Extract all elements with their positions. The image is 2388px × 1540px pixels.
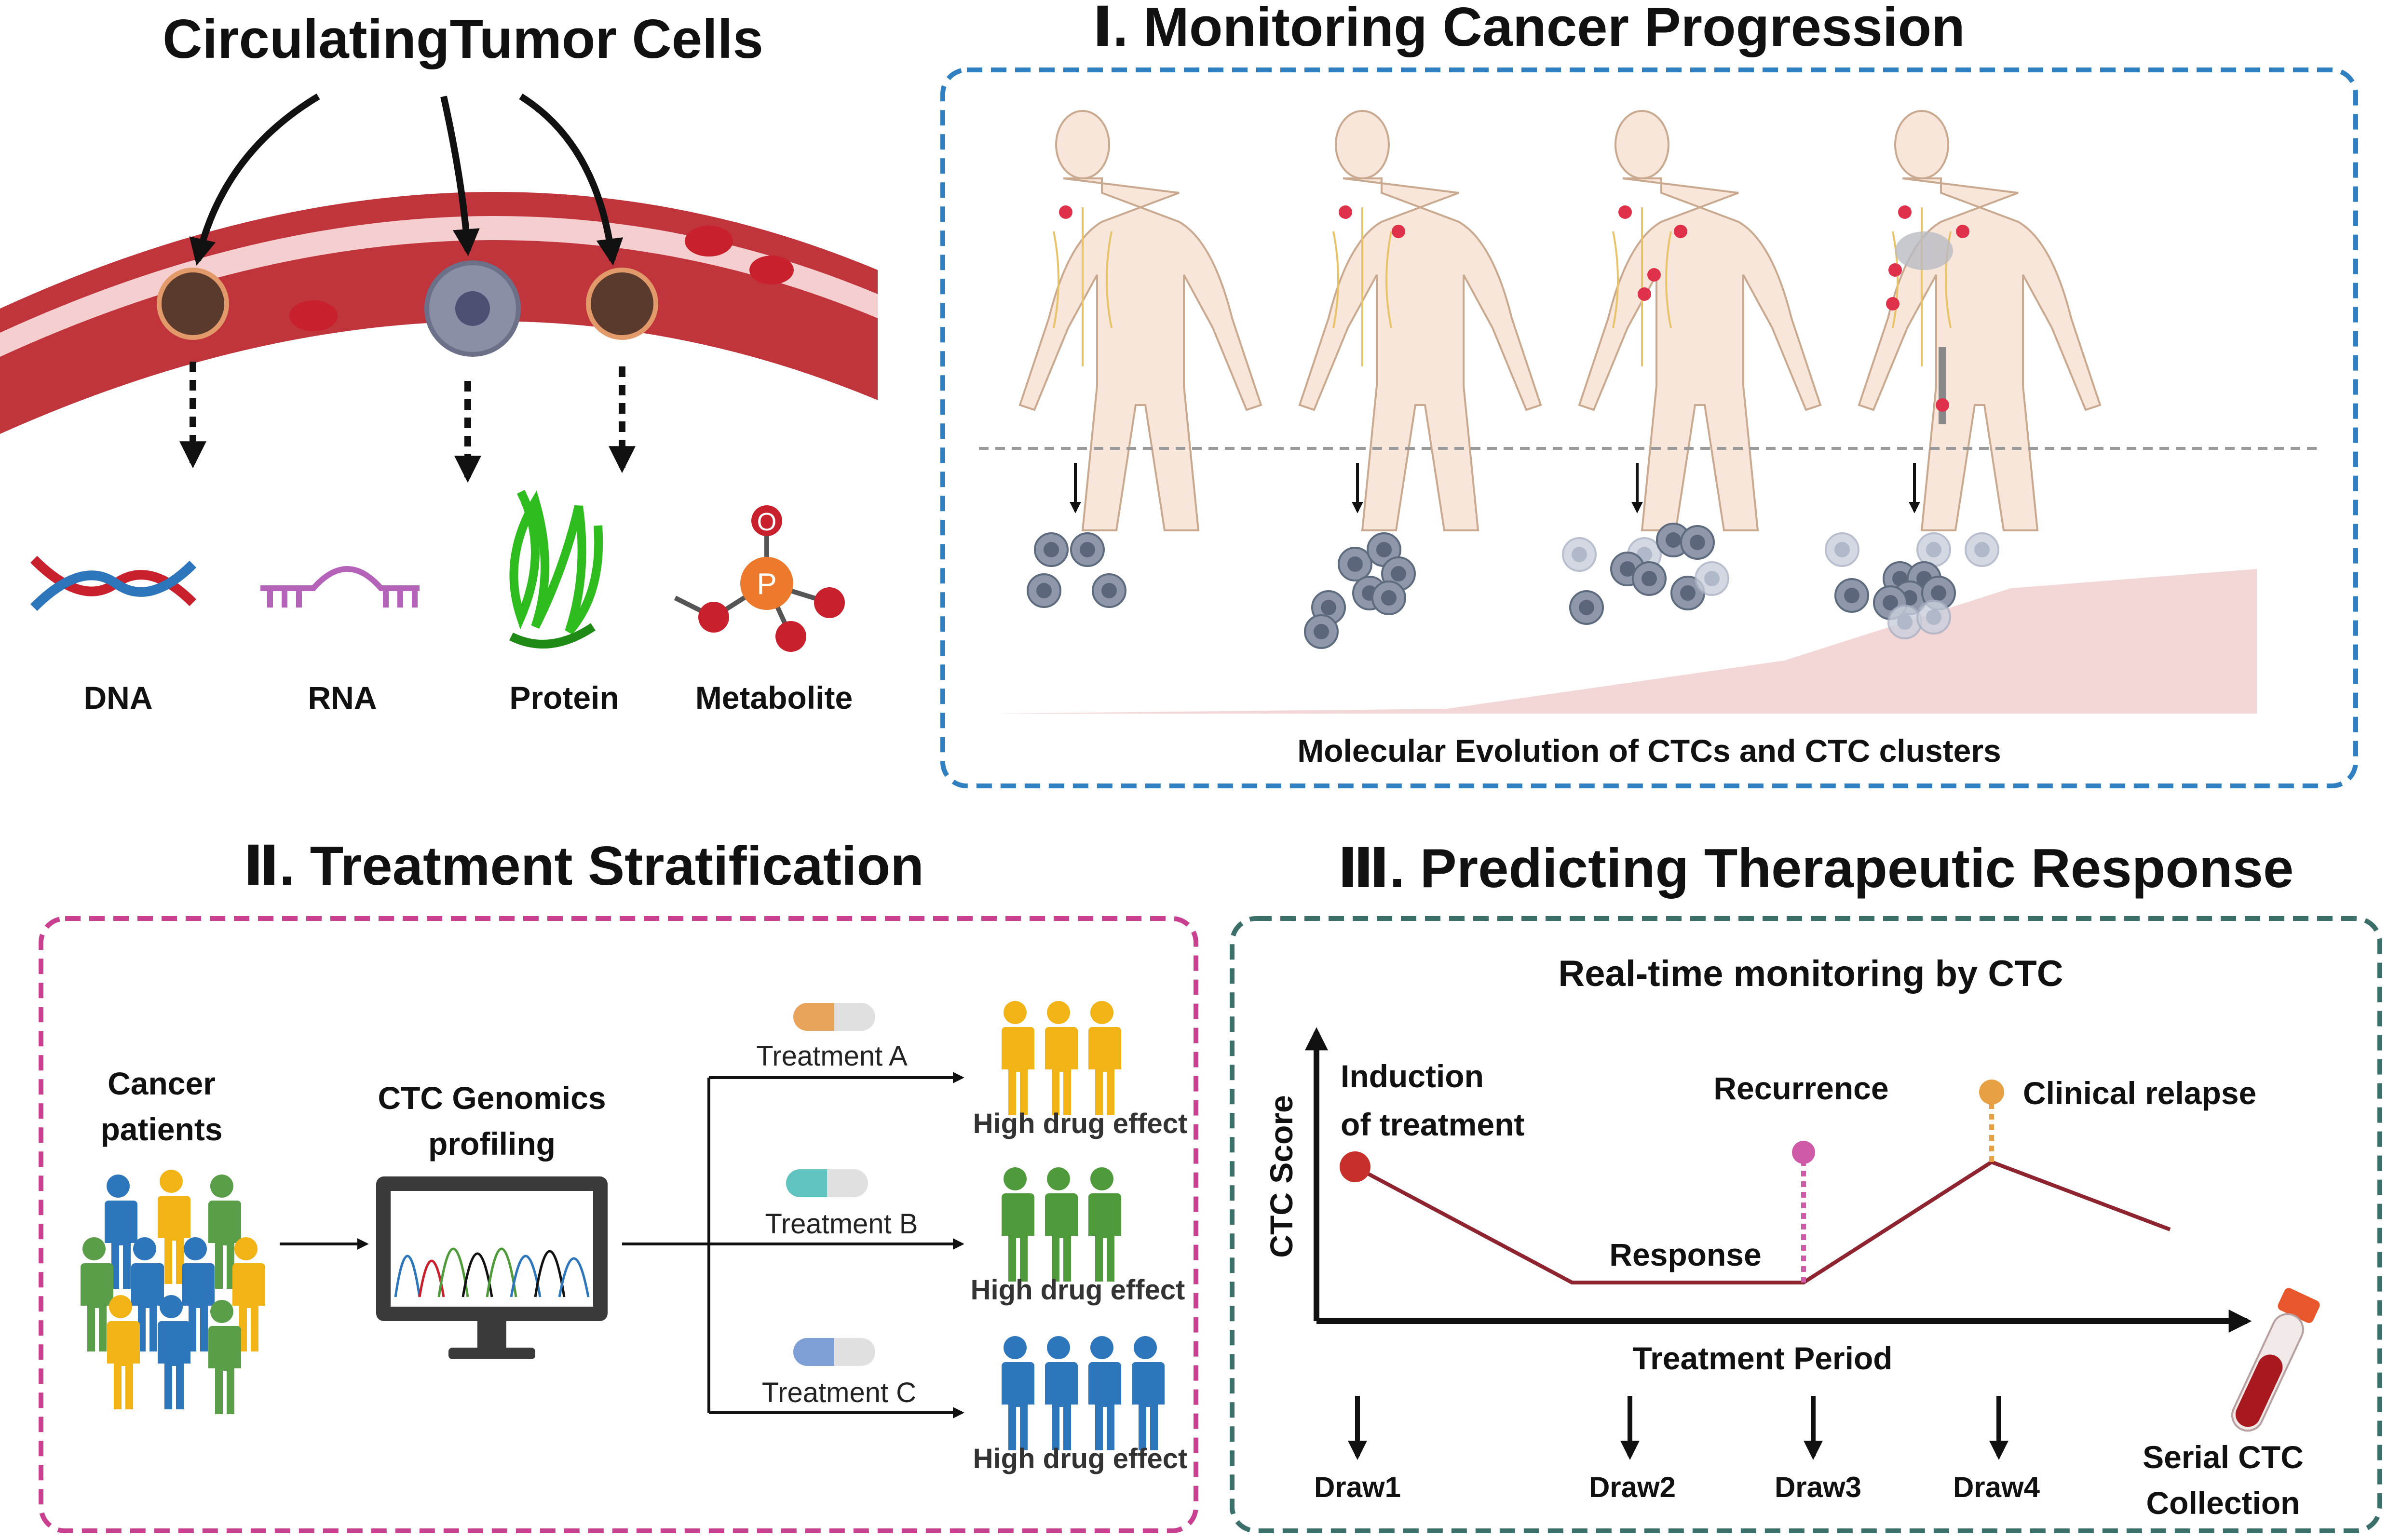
profiling-label-2: profiling [428,1126,556,1162]
effect-b-label: High drug effect [971,1274,1185,1306]
ctc-title: CirculatingTumor Cells [163,9,763,70]
panel2-title: Ⅱ. Treatment Stratification [243,836,924,897]
collection-label-1: Serial CTC [2143,1439,2304,1475]
group-b-people [1000,1167,1121,1282]
draw-3-label: Draw3 [1775,1471,1861,1503]
ctc-score-line [1354,1160,2171,1284]
blood-tube-icon [2231,1288,2320,1432]
panel2-frame [39,916,1198,1533]
profiling-label-1: CTC Genomics [378,1080,606,1116]
body-stage-2 [1299,110,1542,531]
oxygen-atom: O [757,508,776,536]
treatment-b-label: Treatment B [765,1208,918,1240]
relapse-label: Clinical relapse [2023,1075,2256,1111]
ctc-arrows [179,93,636,483]
ctc-stage-1 [1027,532,1126,608]
dna-icon [30,555,197,611]
panel1-frame [940,68,2358,788]
ctc-stage-3 [1562,523,1729,625]
protein-label: Protein [509,680,619,716]
red-blood-cell [685,226,733,257]
red-blood-cell [289,300,338,331]
rna-label: RNA [308,680,377,716]
treatment-branches [622,1072,964,1418]
effect-a-label: High drug effect [973,1108,1188,1139]
body-stage-1 [1019,110,1262,531]
collection-label-2: Collection [2146,1485,2300,1521]
patients-label-1: Cancer [108,1066,216,1101]
induction-dot [1340,1151,1370,1182]
tumor-cell-dark [157,268,229,340]
ctc-stage-2 [1304,532,1416,649]
y-axis-label: CTC Score [1263,1095,1299,1257]
pill-a-icon [793,1003,875,1031]
induction-label-1: Induction [1341,1058,1484,1094]
red-blood-cell [749,256,794,284]
x-axis-label: Treatment Period [1632,1340,1892,1376]
group-c-people [1000,1336,1165,1450]
body-stage-4 [1858,110,2101,531]
treatment-c-label: Treatment C [762,1377,916,1408]
phosphate-atom: P [757,567,776,601]
chart-axes [1305,1027,2252,1333]
draw-2-label: Draw2 [1589,1471,1676,1503]
body-stage-3 [1578,110,1821,531]
protein-icon [509,489,603,648]
panel1-caption: Molecular Evolution of CTCs and CTC clus… [1297,733,2001,769]
panel3-frame [1230,916,2382,1533]
panel3-title: Ⅲ. Predicting Therapeutic Response [1338,838,2294,899]
metabolite-icon: P O [674,505,845,652]
progression-area [993,569,2257,714]
effect-c-label: High drug effect [973,1443,1188,1474]
response-label: Response [1609,1237,1761,1272]
patients-label-2: patients [100,1111,222,1147]
tumor-cell-dark [586,268,658,340]
dna-label: DNA [84,680,153,716]
pill-c-icon [793,1338,875,1366]
metabolite-label: Metabolite [695,680,853,716]
monitor-icon [376,1176,608,1359]
draw-1-label: Draw1 [1314,1471,1401,1503]
induction-label-2: of treatment [1341,1107,1524,1142]
relapse-dot [1979,1080,2004,1105]
recurrence-dot [1792,1141,1815,1164]
recurrence-label: Recurrence [1713,1070,1888,1106]
treatment-a-label: Treatment A [756,1040,908,1072]
panel1-title: Ⅰ. Monitoring Cancer Progression [1092,0,1965,58]
stage-arrows [1070,463,1920,513]
rna-icon [260,566,420,608]
patients-crowd [79,1170,265,1414]
blood-vessel [0,192,878,434]
chart-title: Real-time monitoring by CTC [1558,953,2063,994]
draw-arrows [1348,1396,2008,1460]
group-a-people [1000,1001,1121,1115]
draw-4-label: Draw4 [1953,1471,2040,1503]
pill-b-icon [786,1169,868,1197]
